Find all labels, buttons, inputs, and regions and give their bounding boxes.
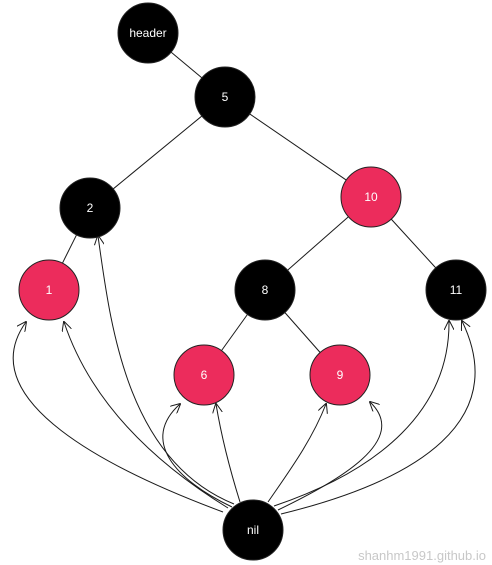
node-label-n6: 6 [201, 368, 208, 382]
node-circle-n10 [340, 166, 402, 228]
node-n1: 1 [18, 259, 80, 321]
nil-arrow-to-n1-left [12, 322, 224, 513]
edge-n5-n10 [249, 113, 347, 181]
node-label-n11: 11 [450, 283, 463, 297]
nil-arrow-to-n9-right [277, 402, 383, 511]
edge-n8-n6 [221, 314, 248, 351]
node-circle-n8 [234, 259, 296, 321]
node-label-nil: nil [247, 523, 259, 537]
edge-n10-n8 [287, 216, 349, 271]
edge-header-n5 [170, 51, 203, 79]
node-n11: 11 [425, 259, 487, 321]
nil-arrow-to-n2-bottom [98, 236, 235, 505]
node-n8: 8 [234, 259, 296, 321]
watermark: shanhm1991.github.io [358, 548, 486, 563]
edge-n2-n1 [61, 234, 78, 264]
node-nil: nil [222, 499, 284, 561]
node-circle-n11 [425, 259, 487, 321]
node-circle-header [117, 2, 179, 64]
nil-links [12, 236, 476, 515]
node-label-n9: 9 [337, 368, 344, 382]
nil-arrow-to-n6-left [162, 404, 233, 508]
node-label-n2: 2 [87, 201, 94, 215]
node-n2: 2 [59, 177, 121, 239]
node-label-n1: 1 [46, 283, 53, 297]
nil-arrow-to-n6-bottom [216, 404, 241, 503]
edge-n10-n11 [390, 218, 437, 269]
tree-edges [61, 51, 437, 353]
node-circle-n5 [194, 66, 256, 128]
node-label-n8: 8 [262, 283, 269, 297]
edge-n5-n2 [112, 115, 203, 190]
node-n6: 6 [173, 344, 235, 406]
node-circle-n6 [173, 344, 235, 406]
node-n5: 5 [194, 66, 256, 128]
node-n10: 10 [340, 166, 402, 228]
node-label-header: header [129, 26, 166, 40]
node-n9: 9 [309, 344, 371, 406]
node-circle-n2 [59, 177, 121, 239]
node-header: header [117, 2, 179, 64]
nil-arrow-to-n1-bottom [64, 322, 229, 509]
edge-n8-n9 [284, 312, 321, 353]
nil-arrow-to-n11-right [280, 321, 476, 515]
node-circle-n1 [18, 259, 80, 321]
node-circle-nil [222, 499, 284, 561]
nil-arrow-to-n9-bottom [267, 404, 326, 503]
nil-arrow-to-n11-bottom [273, 321, 449, 507]
node-label-n10: 10 [364, 190, 378, 204]
node-circle-n9 [309, 344, 371, 406]
node-label-n5: 5 [222, 90, 229, 104]
